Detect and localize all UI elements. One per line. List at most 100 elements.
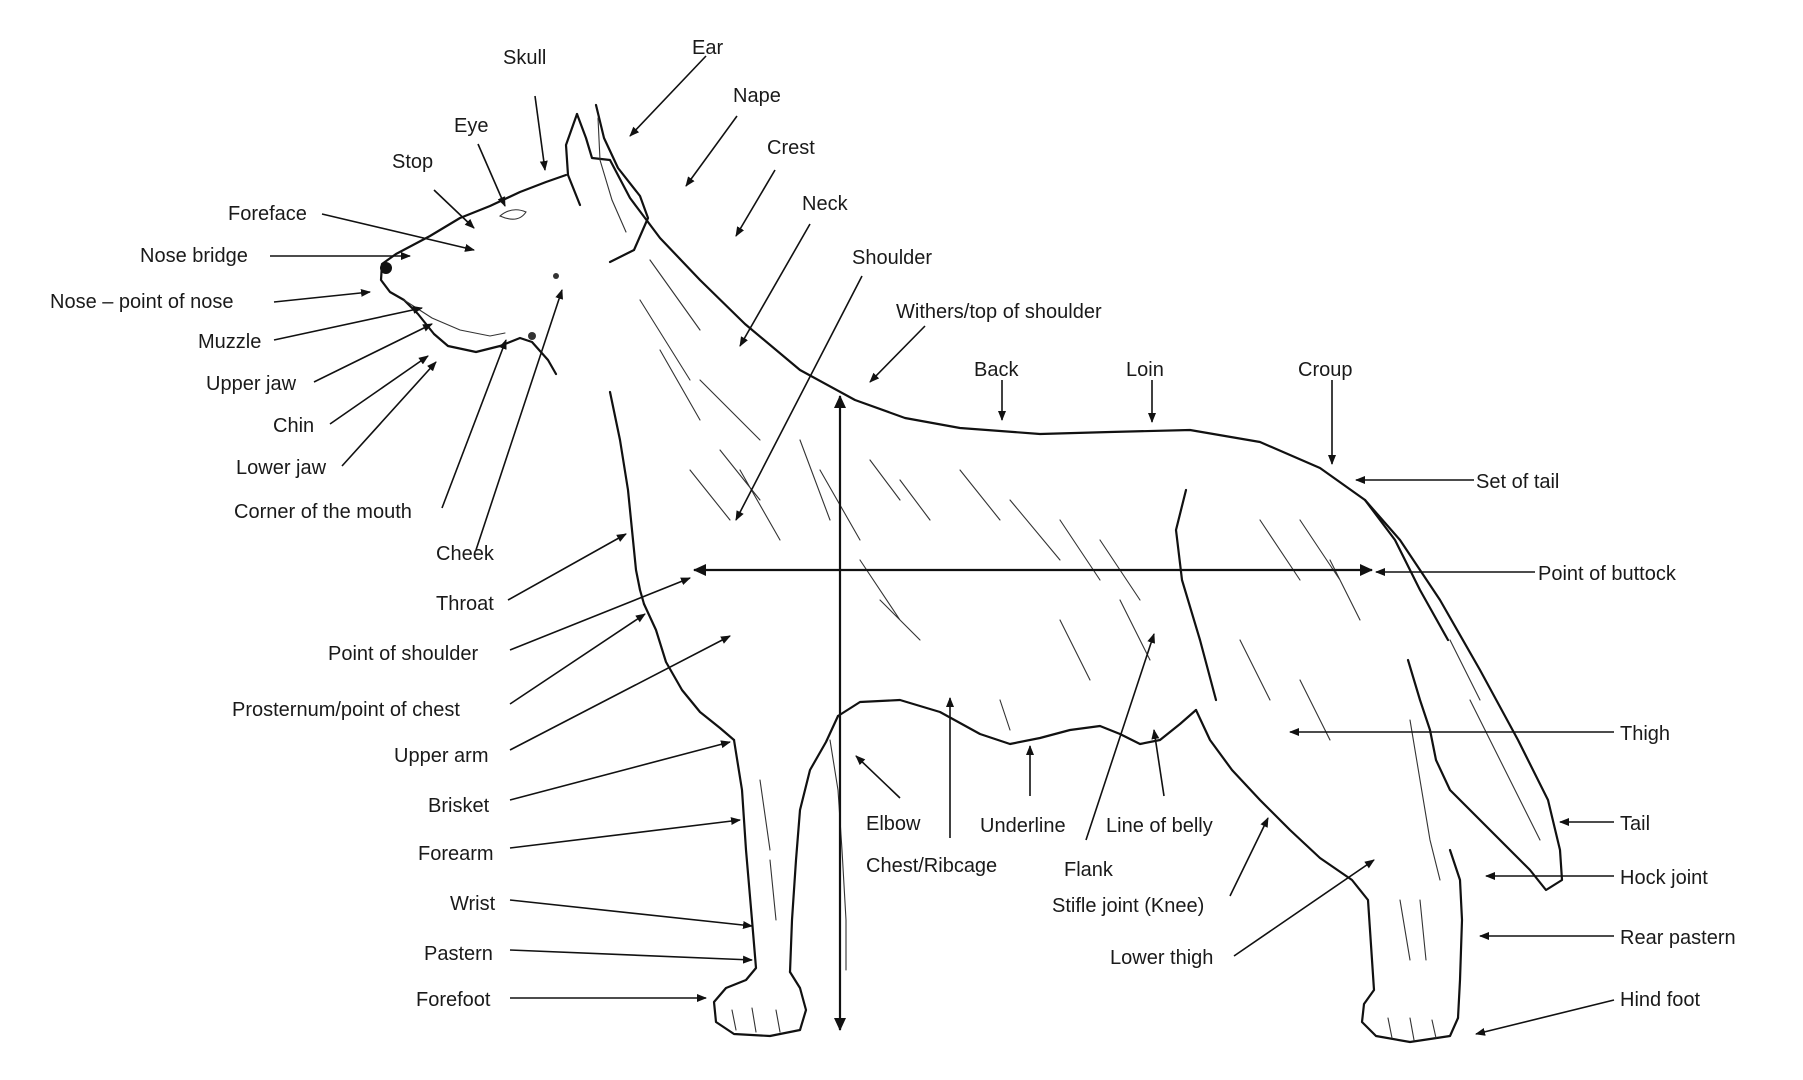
label-forearm: Forearm <box>418 843 494 865</box>
fur-body <box>960 470 1150 680</box>
leader-muzzle <box>274 308 422 340</box>
label-tail: Tail <box>1620 813 1650 835</box>
leader-hind-foot <box>1476 1000 1614 1034</box>
label-corner-of-mouth: Corner of the mouth <box>234 501 412 523</box>
label-point-of-shoulder: Point of shoulder <box>328 643 478 665</box>
label-cheek: Cheek <box>436 543 495 565</box>
leader-nose <box>274 292 370 302</box>
fur-thigh <box>1240 520 1360 740</box>
leader-withers <box>870 326 925 382</box>
leader-skull <box>535 96 545 170</box>
label-eye: Eye <box>454 115 488 137</box>
chest-outline <box>644 604 734 740</box>
leader-neck <box>740 224 810 346</box>
leader-stifle-joint <box>1230 818 1268 896</box>
leader-point-of-shoulder <box>510 578 690 650</box>
label-line-of-belly: Line of belly <box>1106 815 1213 837</box>
leader-flank <box>1086 634 1154 840</box>
leader-foreface <box>322 214 474 250</box>
fur-neck <box>640 260 780 540</box>
leader-eye <box>478 144 505 206</box>
label-forefoot: Forefoot <box>416 989 491 1011</box>
leader-wrist <box>510 900 752 926</box>
hindleg-front-outline <box>1196 710 1458 1042</box>
label-withers: Withers/top of shoulder <box>896 301 1102 323</box>
forefoot-toes <box>732 1008 780 1032</box>
leader-cheek <box>476 290 562 550</box>
label-stifle-joint: Stifle joint (Knee) <box>1052 895 1204 917</box>
fur-tail <box>1450 640 1540 840</box>
leader-brisket <box>510 742 730 800</box>
neck-front-outline <box>610 392 644 604</box>
label-flank: Flank <box>1064 859 1114 881</box>
label-set-of-tail: Set of tail <box>1476 471 1559 493</box>
label-lower-thigh: Lower thigh <box>1110 947 1213 969</box>
ear-left-outline <box>566 114 580 205</box>
leader-lower-jaw <box>342 362 436 466</box>
label-upper-jaw: Upper jaw <box>206 373 297 395</box>
leader-throat <box>508 534 626 600</box>
label-wrist: Wrist <box>450 893 496 915</box>
dog-illustration <box>380 105 1562 1042</box>
label-nose: Nose – point of nose <box>50 291 233 313</box>
label-back: Back <box>974 359 1019 381</box>
label-foreface: Foreface <box>228 203 307 225</box>
label-muzzle: Muzzle <box>198 331 261 353</box>
tail-outline <box>1365 500 1562 890</box>
label-pastern: Pastern <box>424 943 493 965</box>
chest-underside <box>838 700 1196 744</box>
label-underline: Underline <box>980 815 1066 837</box>
label-nape: Nape <box>733 85 781 107</box>
label-rear-pastern: Rear pastern <box>1620 927 1736 949</box>
labels: Skull Ear Nape Eye Crest Stop Neck Foref… <box>50 37 1736 1011</box>
far-hindleg <box>1410 720 1440 880</box>
label-throat: Throat <box>436 593 494 615</box>
label-loin: Loin <box>1126 359 1164 381</box>
label-croup: Croup <box>1298 359 1352 381</box>
label-upper-arm: Upper arm <box>394 745 488 767</box>
leader-upper-jaw <box>314 324 432 382</box>
foreleg-back-outline <box>790 716 838 972</box>
label-hind-foot: Hind foot <box>1620 989 1700 1011</box>
label-elbow: Elbow <box>866 813 921 835</box>
eye-shape <box>500 210 526 219</box>
leader-elbow <box>856 756 900 798</box>
leader-crest <box>736 170 775 236</box>
thigh-contour <box>1176 490 1216 700</box>
fur-legs <box>760 700 1426 960</box>
label-lower-jaw: Lower jaw <box>236 457 327 479</box>
label-shoulder: Shoulder <box>852 247 932 269</box>
label-thigh: Thigh <box>1620 723 1670 745</box>
label-brisket: Brisket <box>428 795 490 817</box>
leader-pastern <box>510 950 752 960</box>
label-nose-bridge: Nose bridge <box>140 245 248 267</box>
label-chin: Chin <box>273 415 314 437</box>
hindleg-back-outline <box>1450 850 1462 1018</box>
leader-shoulder <box>736 276 862 520</box>
leader-corner-of-mouth <box>442 340 506 508</box>
mouth-corner-dot <box>528 332 536 340</box>
nose-tip <box>380 262 392 274</box>
label-ear: Ear <box>692 37 723 59</box>
face-outline <box>381 175 566 374</box>
foreleg-front-outline <box>714 740 806 1036</box>
label-point-of-buttock: Point of buttock <box>1538 563 1677 585</box>
far-foreleg <box>830 740 846 970</box>
label-prosternum: Prosternum/point of chest <box>232 699 460 721</box>
label-skull: Skull <box>503 47 546 69</box>
label-chest-ribcage: Chest/Ribcage <box>866 855 997 877</box>
hindfoot-toes <box>1388 1018 1436 1040</box>
label-neck: Neck <box>802 193 849 215</box>
leader-forearm <box>510 820 740 848</box>
label-crest: Crest <box>767 137 815 159</box>
leader-nape <box>686 116 737 186</box>
leader-upper-arm <box>510 636 730 750</box>
leader-lower-thigh <box>1234 860 1374 956</box>
label-hock-joint: Hock joint <box>1620 867 1708 889</box>
leader-ear <box>630 56 706 136</box>
label-stop: Stop <box>392 151 433 173</box>
fur-shoulder <box>800 440 930 640</box>
cheek-dot <box>553 273 559 279</box>
